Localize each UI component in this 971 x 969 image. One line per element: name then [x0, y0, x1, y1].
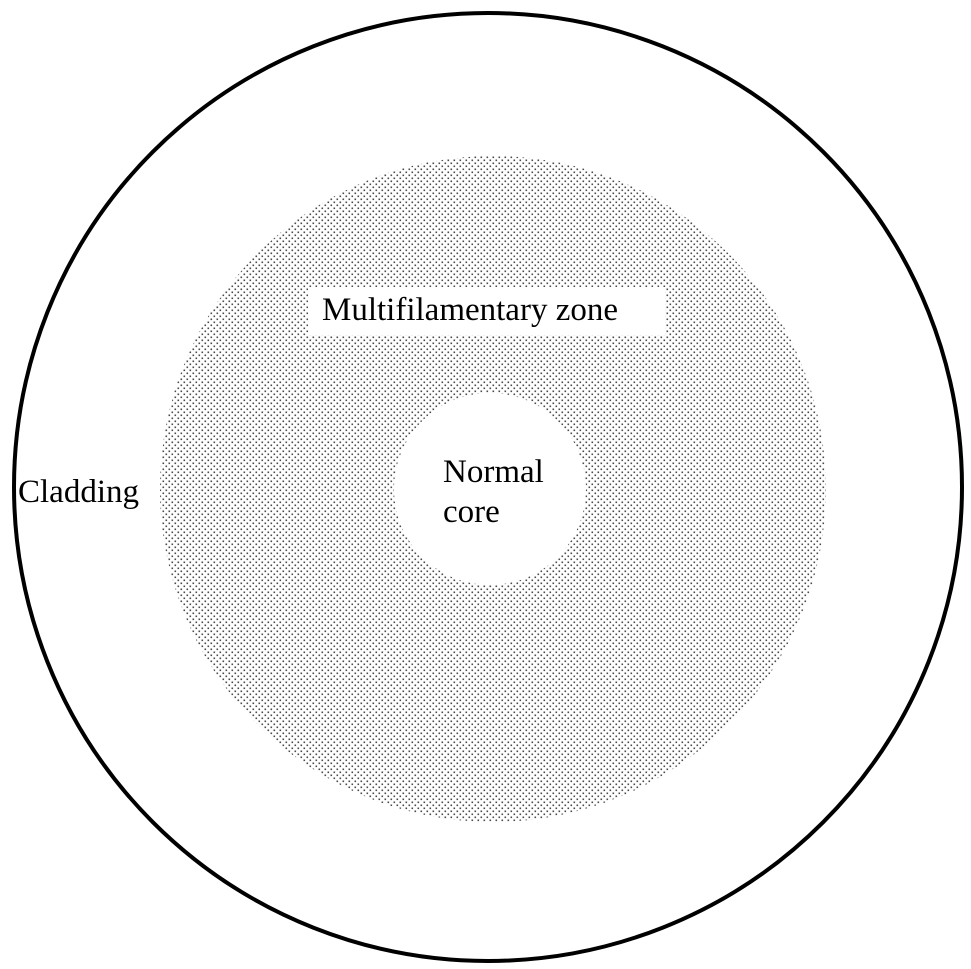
multifilamentary-zone-label: Multifilamentary zone — [322, 292, 618, 328]
normal-core-label: Normal core — [443, 452, 544, 532]
normal-core-label-line1: Normal — [443, 454, 544, 490]
normal-core-label-line2: core — [443, 494, 500, 530]
zone-label-background — [308, 287, 665, 335]
normal-core-region — [394, 393, 586, 585]
cladding-label: Cladding — [18, 474, 139, 510]
